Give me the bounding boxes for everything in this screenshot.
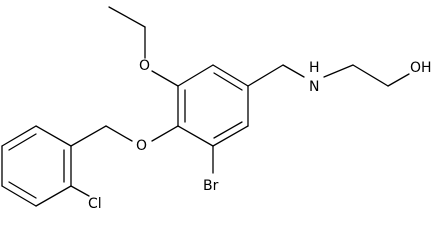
atom-cl: Cl (88, 196, 102, 212)
bond-ring2-double-2 (8, 181, 37, 199)
atom-o-benzyloxy: O (136, 138, 147, 154)
bond-ethyl-ch3 (108, 6, 146, 28)
bond-ring2-double-3 (8, 133, 37, 151)
bond-ring-ch2 (247, 64, 284, 87)
bonds (1, 6, 410, 207)
structure-canvas: O O Br Cl H N OH (1, 6, 432, 212)
bond-ring2-cl (70, 185, 90, 197)
bond-o-benzyl-ch2 (105, 125, 133, 142)
bond-ch2-oh (387, 73, 410, 87)
bond-ring-o-benzyl (151, 125, 179, 142)
molecule-drawing: O O Br Cl H N OH (1, 6, 432, 212)
bond-ring1-a (177, 64, 214, 87)
atom-br: Br (203, 178, 219, 194)
bond-ring1-double-2 (213, 121, 243, 139)
atom-o-ethoxy: O (139, 58, 150, 74)
bond-ring1-double-1 (213, 72, 243, 91)
bond-ring2-f (35, 125, 72, 147)
atom-labels: O O Br Cl H N OH (88, 58, 432, 212)
bond-ring1-e (177, 125, 214, 147)
atom-nh-hydrogen: H (309, 60, 320, 76)
bond-ch2-ring2 (70, 125, 107, 147)
bond-ch2-ch2 (352, 64, 389, 87)
atom-n: N (309, 79, 319, 95)
bond-ring2-e (1, 125, 37, 147)
bond-ring1-d (212, 125, 249, 147)
bond-ring1-b (212, 64, 249, 87)
bond-ring2-c (1, 185, 37, 207)
atom-oh: OH (410, 60, 432, 76)
bond-ring-o-ethoxy (151, 70, 179, 87)
bond-n-ch2 (323, 64, 354, 78)
bond-ring2-b (35, 185, 72, 207)
bond-ch2-n (282, 64, 305, 78)
